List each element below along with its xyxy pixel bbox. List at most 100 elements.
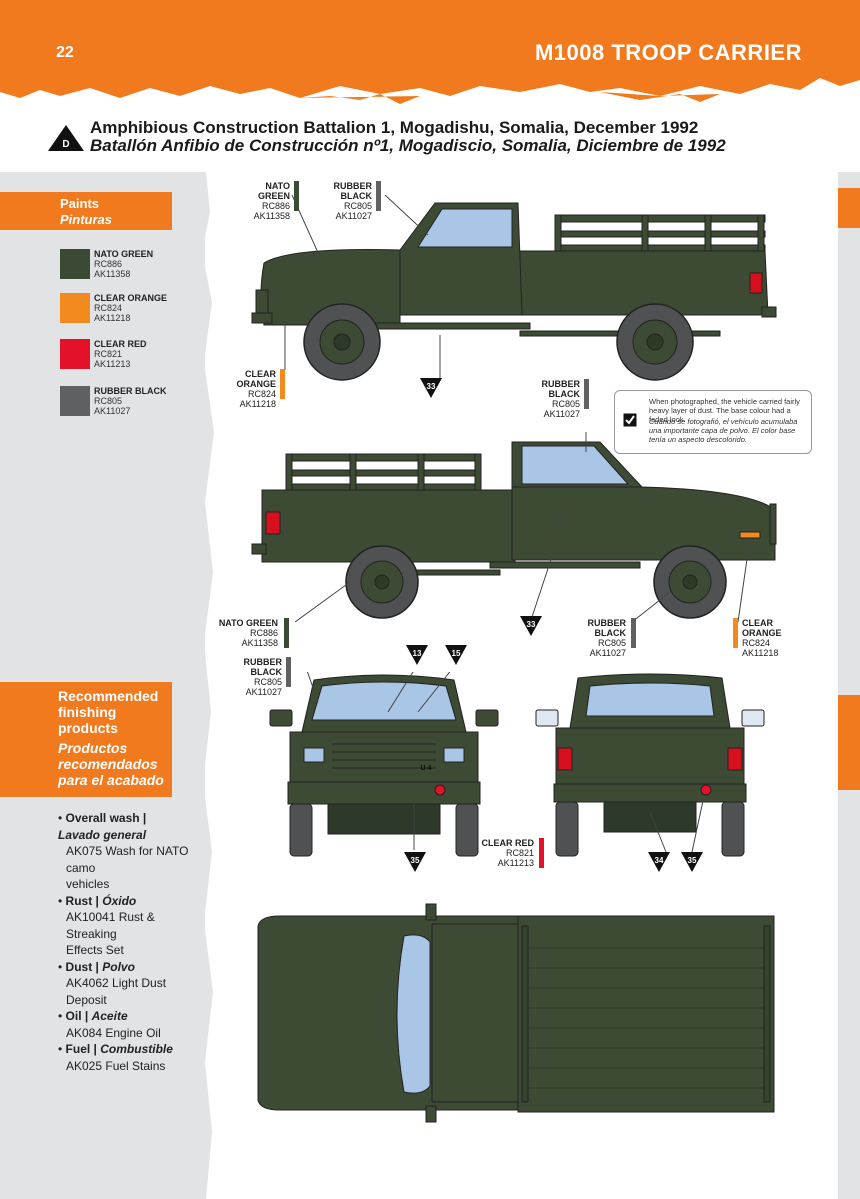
callout-code: AK11027 <box>245 687 282 697</box>
finishing-product: Effects Set <box>66 943 124 957</box>
paint-code: AK11027 <box>94 406 131 416</box>
callout-code: AK11027 <box>543 409 580 419</box>
finishing-item: • Dust | Polvo <box>58 959 135 974</box>
callout-color-bar <box>280 369 285 399</box>
paint-code: RC886 <box>94 259 123 269</box>
paints-heading-en: Paints <box>60 196 100 211</box>
marker-35: 35 <box>404 852 426 872</box>
rear-tire <box>721 801 745 857</box>
paint-name: RUBBER BLACK <box>94 386 167 396</box>
right-edge-strip <box>838 172 860 1199</box>
finishing-category: Oil | <box>65 1009 89 1023</box>
paint-item: NATO GREEN RC886 AK11358 <box>60 249 200 283</box>
marker-label: 35 <box>688 856 697 865</box>
callout-code: RC805 <box>253 677 282 687</box>
page-title: M1008 TROOP CARRIER <box>534 40 802 65</box>
mirror <box>269 709 293 727</box>
callout-clear-orange: CLEAR ORANGE RC824 AK11218 <box>742 618 812 658</box>
finishing-item: • Overall wash | <box>58 811 147 825</box>
finishing-heading-en: finishing <box>58 704 117 720</box>
marker-label: 35 <box>411 856 420 865</box>
front-wheel <box>303 303 381 381</box>
right-edge-tab <box>838 188 860 228</box>
marker-33: 33 <box>520 616 542 636</box>
header-band: 22 M1008 TROOP CARRIER <box>0 0 860 110</box>
callout-code: RC824 <box>247 389 276 399</box>
tail-light <box>749 272 763 294</box>
finishing-heading-en: products <box>58 720 118 736</box>
callout-name: NATO GREEN <box>218 618 278 628</box>
finishing-list: • Overall wash | Lavado general AK075 Wa… <box>58 810 208 1074</box>
callout-clear-red: CLEAR RED RC821 AK11213 <box>478 838 534 868</box>
callout-code: AK11027 <box>335 211 372 221</box>
paint-item: CLEAR RED RC821 AK11213 <box>60 339 200 373</box>
rear-window <box>585 682 715 717</box>
mirror <box>475 709 499 727</box>
paint-swatch <box>60 249 90 279</box>
paint-item: RUBBER BLACK RC805 AK11027 <box>60 386 200 420</box>
windshield <box>396 934 431 1094</box>
callout-code: AK11213 <box>497 858 534 868</box>
truck-front-view: U 4 <box>269 672 499 857</box>
callout-color-bar <box>539 838 544 868</box>
page-number: 22 <box>56 44 74 61</box>
truck-top-view <box>257 903 775 1123</box>
scheme-title-es: Batallón Anfibio de Construcción nº1, Mo… <box>90 136 726 155</box>
front-tire <box>455 803 479 857</box>
callout-name: CLEAR ORANGE <box>236 369 276 389</box>
checkbox-icon <box>623 413 637 427</box>
callout-rubber-black: RUBBER BLACK RC805 AK11027 <box>212 657 282 697</box>
callout-nato-green: NATO GREEN RC886 AK11358 <box>212 618 278 648</box>
finishing-product: AK4062 Light Dust Deposit <box>66 976 167 1007</box>
callout-code: RC805 <box>343 201 372 211</box>
callout-color-bar <box>733 618 738 648</box>
finishing-heading-es: para el acabado <box>58 772 164 788</box>
callout-code: AK11358 <box>241 638 278 648</box>
rear-wheel <box>616 303 694 381</box>
paint-item: CLEAR ORANGE RC824 AK11218 <box>60 293 200 327</box>
callout-code: RC805 <box>597 638 626 648</box>
header-brush-shape <box>0 0 860 104</box>
scheme-badge: D <box>46 123 86 153</box>
callout-code: RC886 <box>249 628 278 638</box>
mirror <box>425 1105 437 1123</box>
callout-color-bar <box>631 618 636 648</box>
headlight <box>443 747 465 763</box>
finishing-item: • Oil | Aceite <box>58 1009 128 1023</box>
finishing-item: • Rust | Óxido <box>58 893 137 908</box>
finishing-product: AK075 Wash for NATO camo <box>66 844 189 875</box>
callout-code: AK11218 <box>742 648 779 658</box>
headlight <box>303 747 325 763</box>
callout-code: AK11358 <box>253 211 290 221</box>
callout-code: RC805 <box>551 399 580 409</box>
front-wheel <box>653 545 727 619</box>
side-window <box>417 208 513 248</box>
truck-left-side-view <box>251 195 777 381</box>
finishing-item: • Fuel | Combustible <box>58 1042 173 1056</box>
callout-name: RUBBER BLACK <box>541 379 580 399</box>
paints-heading-box: Paints Pinturas <box>0 192 172 230</box>
sidebar-brush-edge <box>196 172 214 1199</box>
finishing-product: AK10041 Rust & Streaking <box>66 910 155 941</box>
scheme-badge-letter: D <box>62 139 69 150</box>
note-text-en: When photographed, the vehicle carried f… <box>649 397 800 424</box>
paint-code: RC805 <box>94 396 123 406</box>
front-tire <box>289 803 313 857</box>
mirror <box>535 709 559 727</box>
callout-code: AK11027 <box>589 648 626 658</box>
callout-code: RC821 <box>505 848 534 858</box>
marker-34: 34 <box>648 852 670 872</box>
callout-name: NATO GREEN <box>257 181 290 201</box>
paints-heading-es: Pinturas <box>60 212 113 227</box>
finishing-category: Overall wash | <box>65 811 147 825</box>
paint-name: NATO GREEN <box>94 249 154 259</box>
finishing-product: vehicles <box>66 877 110 891</box>
marker-13: 13 <box>406 645 428 665</box>
side-marker-light <box>739 531 761 539</box>
unit-marking-dot <box>700 784 712 796</box>
callout-name: CLEAR RED <box>481 838 534 848</box>
paint-code: RC821 <box>94 349 123 359</box>
rear-wheel <box>345 545 419 619</box>
finishing-category: Fuel | <box>65 1042 97 1056</box>
